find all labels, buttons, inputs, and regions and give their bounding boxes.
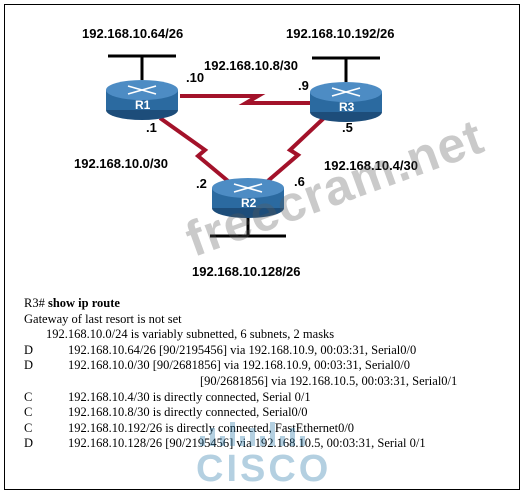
- cli-prompt: R3#: [24, 296, 45, 310]
- r2-to-r1-interface: .2: [196, 176, 207, 191]
- route-entry: D 192.168.10.0/30 [90/2681856] via 192.1…: [24, 358, 514, 374]
- route-code: C: [24, 420, 33, 435]
- r1-to-r2-interface: .1: [146, 120, 157, 135]
- route-code: D: [24, 342, 34, 357]
- route-text: 192.168.10.8/30 is directly connected, S…: [68, 405, 308, 420]
- cisco-logo-wordmark: CISCO: [196, 448, 332, 490]
- serial-link-r3-r2: [260, 116, 326, 188]
- r1-to-r3-interface: .10: [186, 70, 204, 85]
- r1-lan-segment: [108, 54, 176, 80]
- route-entry: C 192.168.10.4/30 is directly connected,…: [24, 390, 514, 406]
- route-code: D: [24, 436, 34, 451]
- route-text: 192.168.10.64/26 [90/2195456] via 192.16…: [68, 342, 417, 357]
- route-text: 192.168.10.4/30 is directly connected, S…: [68, 389, 311, 404]
- subnet-summary-line: 192.168.10.0/24 is variably subnetted, 6…: [46, 327, 335, 342]
- r3-lan-segment: [312, 56, 380, 82]
- route-entry: C 192.168.10.8/30 is directly connected,…: [24, 405, 514, 421]
- r3-to-r2-interface: .5: [342, 120, 353, 135]
- route-entry-continuation: [90/2681856] via 192.168.10.5, 00:03:31,…: [24, 374, 514, 390]
- r3-lan-label: 192.168.10.192/26: [286, 26, 394, 41]
- router-icon: [331, 87, 361, 97]
- route-text: 192.168.10.192/26 is directly connected,…: [68, 420, 355, 435]
- exhibit-frame: [4, 4, 520, 490]
- routing-table-output: R3# show ip route Gateway of last resort…: [24, 296, 514, 452]
- route-text: 192.168.10.0/30 [90/2681856] via 192.168…: [68, 358, 410, 373]
- network-topology: R1 R3 R2 192.168.10.64/26 192.168.10.192…: [74, 26, 418, 279]
- router-r2: R2: [212, 178, 284, 218]
- r2-lan-label: 192.168.10.128/26: [192, 264, 300, 279]
- r3-r2-link-label: 192.168.10.4/30: [324, 158, 418, 173]
- router-icon: [233, 183, 263, 193]
- router-r1: R1: [106, 80, 178, 120]
- router-icon: [127, 85, 157, 95]
- serial-link-r1-r2: [158, 116, 236, 188]
- cli-command: show ip route: [47, 296, 120, 310]
- router-label: R3: [339, 100, 355, 114]
- route-entry: D 192.168.10.128/26 [90/2195456] via 192…: [24, 436, 514, 452]
- r1-r3-link-label: 192.168.10.8/30: [204, 58, 298, 73]
- cisco-logo-icon: [200, 422, 305, 446]
- r1-lan-label: 192.168.10.64/26: [82, 26, 183, 41]
- route-code: C: [24, 405, 33, 420]
- route-code: C: [24, 389, 33, 404]
- serial-link-r1-r3: [180, 94, 314, 105]
- router-label: R2: [241, 196, 257, 210]
- route-entry: D 192.168.10.64/26 [90/2195456] via 192.…: [24, 343, 514, 359]
- command-line: R3# show ip route: [24, 296, 514, 312]
- r2-to-r3-interface: .6: [294, 174, 305, 189]
- r1-r2-link-label: 192.168.10.0/30: [74, 156, 168, 171]
- r3-to-r1-interface: .9: [298, 78, 309, 93]
- route-code: D: [24, 358, 34, 373]
- route-text: 192.168.10.128/26 [90/2195456] via 192.1…: [68, 436, 426, 451]
- route-entry: C 192.168.10.192/26 is directly connecte…: [24, 421, 514, 437]
- router-r3: R3: [310, 82, 382, 122]
- router-label: R1: [135, 98, 151, 112]
- route-text: [90/2681856] via 192.168.10.5, 00:03:31,…: [200, 373, 458, 388]
- gateway-line: Gateway of last resort is not set: [24, 311, 182, 326]
